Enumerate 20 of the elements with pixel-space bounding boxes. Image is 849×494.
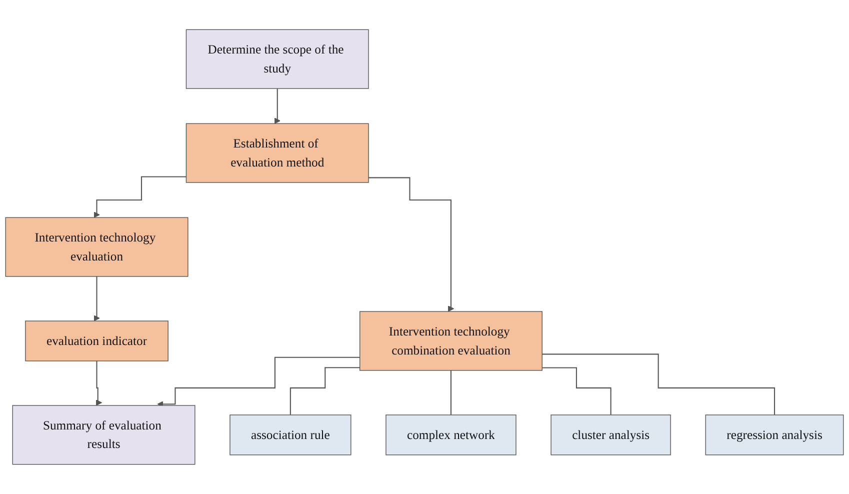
- connector: [290, 367, 360, 416]
- node-box: cluster analysis: [550, 414, 671, 456]
- arrow: [94, 276, 100, 322]
- arrow: [274, 88, 280, 124]
- arrow: [94, 176, 186, 218]
- node-box: complex network: [386, 414, 516, 456]
- arrow: [157, 356, 360, 408]
- connector: [542, 354, 776, 416]
- node-box: Intervention technology evaluation: [5, 217, 188, 277]
- connector: [450, 370, 452, 416]
- node-box: association rule: [230, 414, 352, 456]
- arrow: [368, 177, 454, 312]
- arrow: [96, 360, 102, 406]
- node-box: evaluation indicator: [25, 320, 168, 362]
- node-box: regression analysis: [705, 414, 844, 456]
- node-box: Intervention technology combination evaluation: [359, 311, 542, 371]
- connector: [542, 367, 612, 416]
- node-box: Determine the scope of the study: [186, 29, 369, 89]
- node-box: Summary of evaluation results: [12, 405, 196, 465]
- node-box: Establishment of evaluation method: [186, 123, 369, 183]
